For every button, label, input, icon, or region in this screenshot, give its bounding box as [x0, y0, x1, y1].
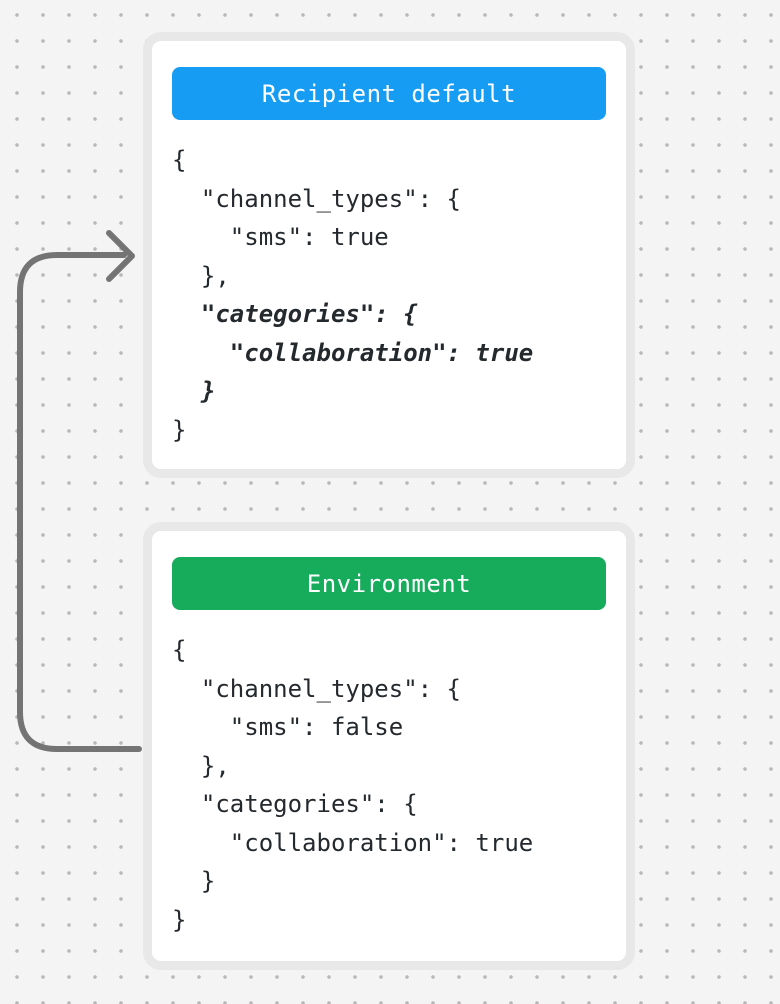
code-line: }	[172, 905, 187, 934]
code-line: },	[172, 261, 230, 290]
code-line: "channel_types": {	[172, 184, 461, 213]
code-line: },	[172, 751, 230, 780]
code-line: "categories": {	[172, 790, 418, 818]
code-line: "sms": false	[172, 713, 404, 741]
code-line: "collaboration": true	[172, 338, 534, 367]
code-line: "sms": true	[172, 223, 389, 251]
json-code-recipient-default: { "channel_types": { "sms": true }, "cat…	[172, 141, 606, 449]
code-line: }	[172, 415, 187, 444]
card-header-label: Environment	[306, 569, 472, 598]
code-line: }	[172, 377, 216, 405]
card-header-environment: Environment	[172, 557, 606, 610]
card-recipient-default: Recipient default { "channel_types": { "…	[143, 32, 635, 478]
card-header-label: Recipient default	[261, 79, 517, 108]
card-environment: Environment { "channel_types": { "sms": …	[143, 522, 635, 970]
code-line: {	[172, 636, 187, 664]
code-line: "collaboration": true	[172, 828, 534, 857]
json-code-environment: { "channel_types": { "sms": false }, "ca…	[172, 631, 606, 939]
card-header-recipient-default: Recipient default	[172, 67, 606, 120]
code-line: {	[172, 146, 187, 174]
code-line: "channel_types": {	[172, 674, 461, 703]
flow-arrow-shaft	[17, 252, 142, 752]
code-line: "categories": {	[172, 300, 418, 328]
flow-arrowhead-icon	[106, 230, 135, 282]
code-line: }	[172, 867, 216, 895]
